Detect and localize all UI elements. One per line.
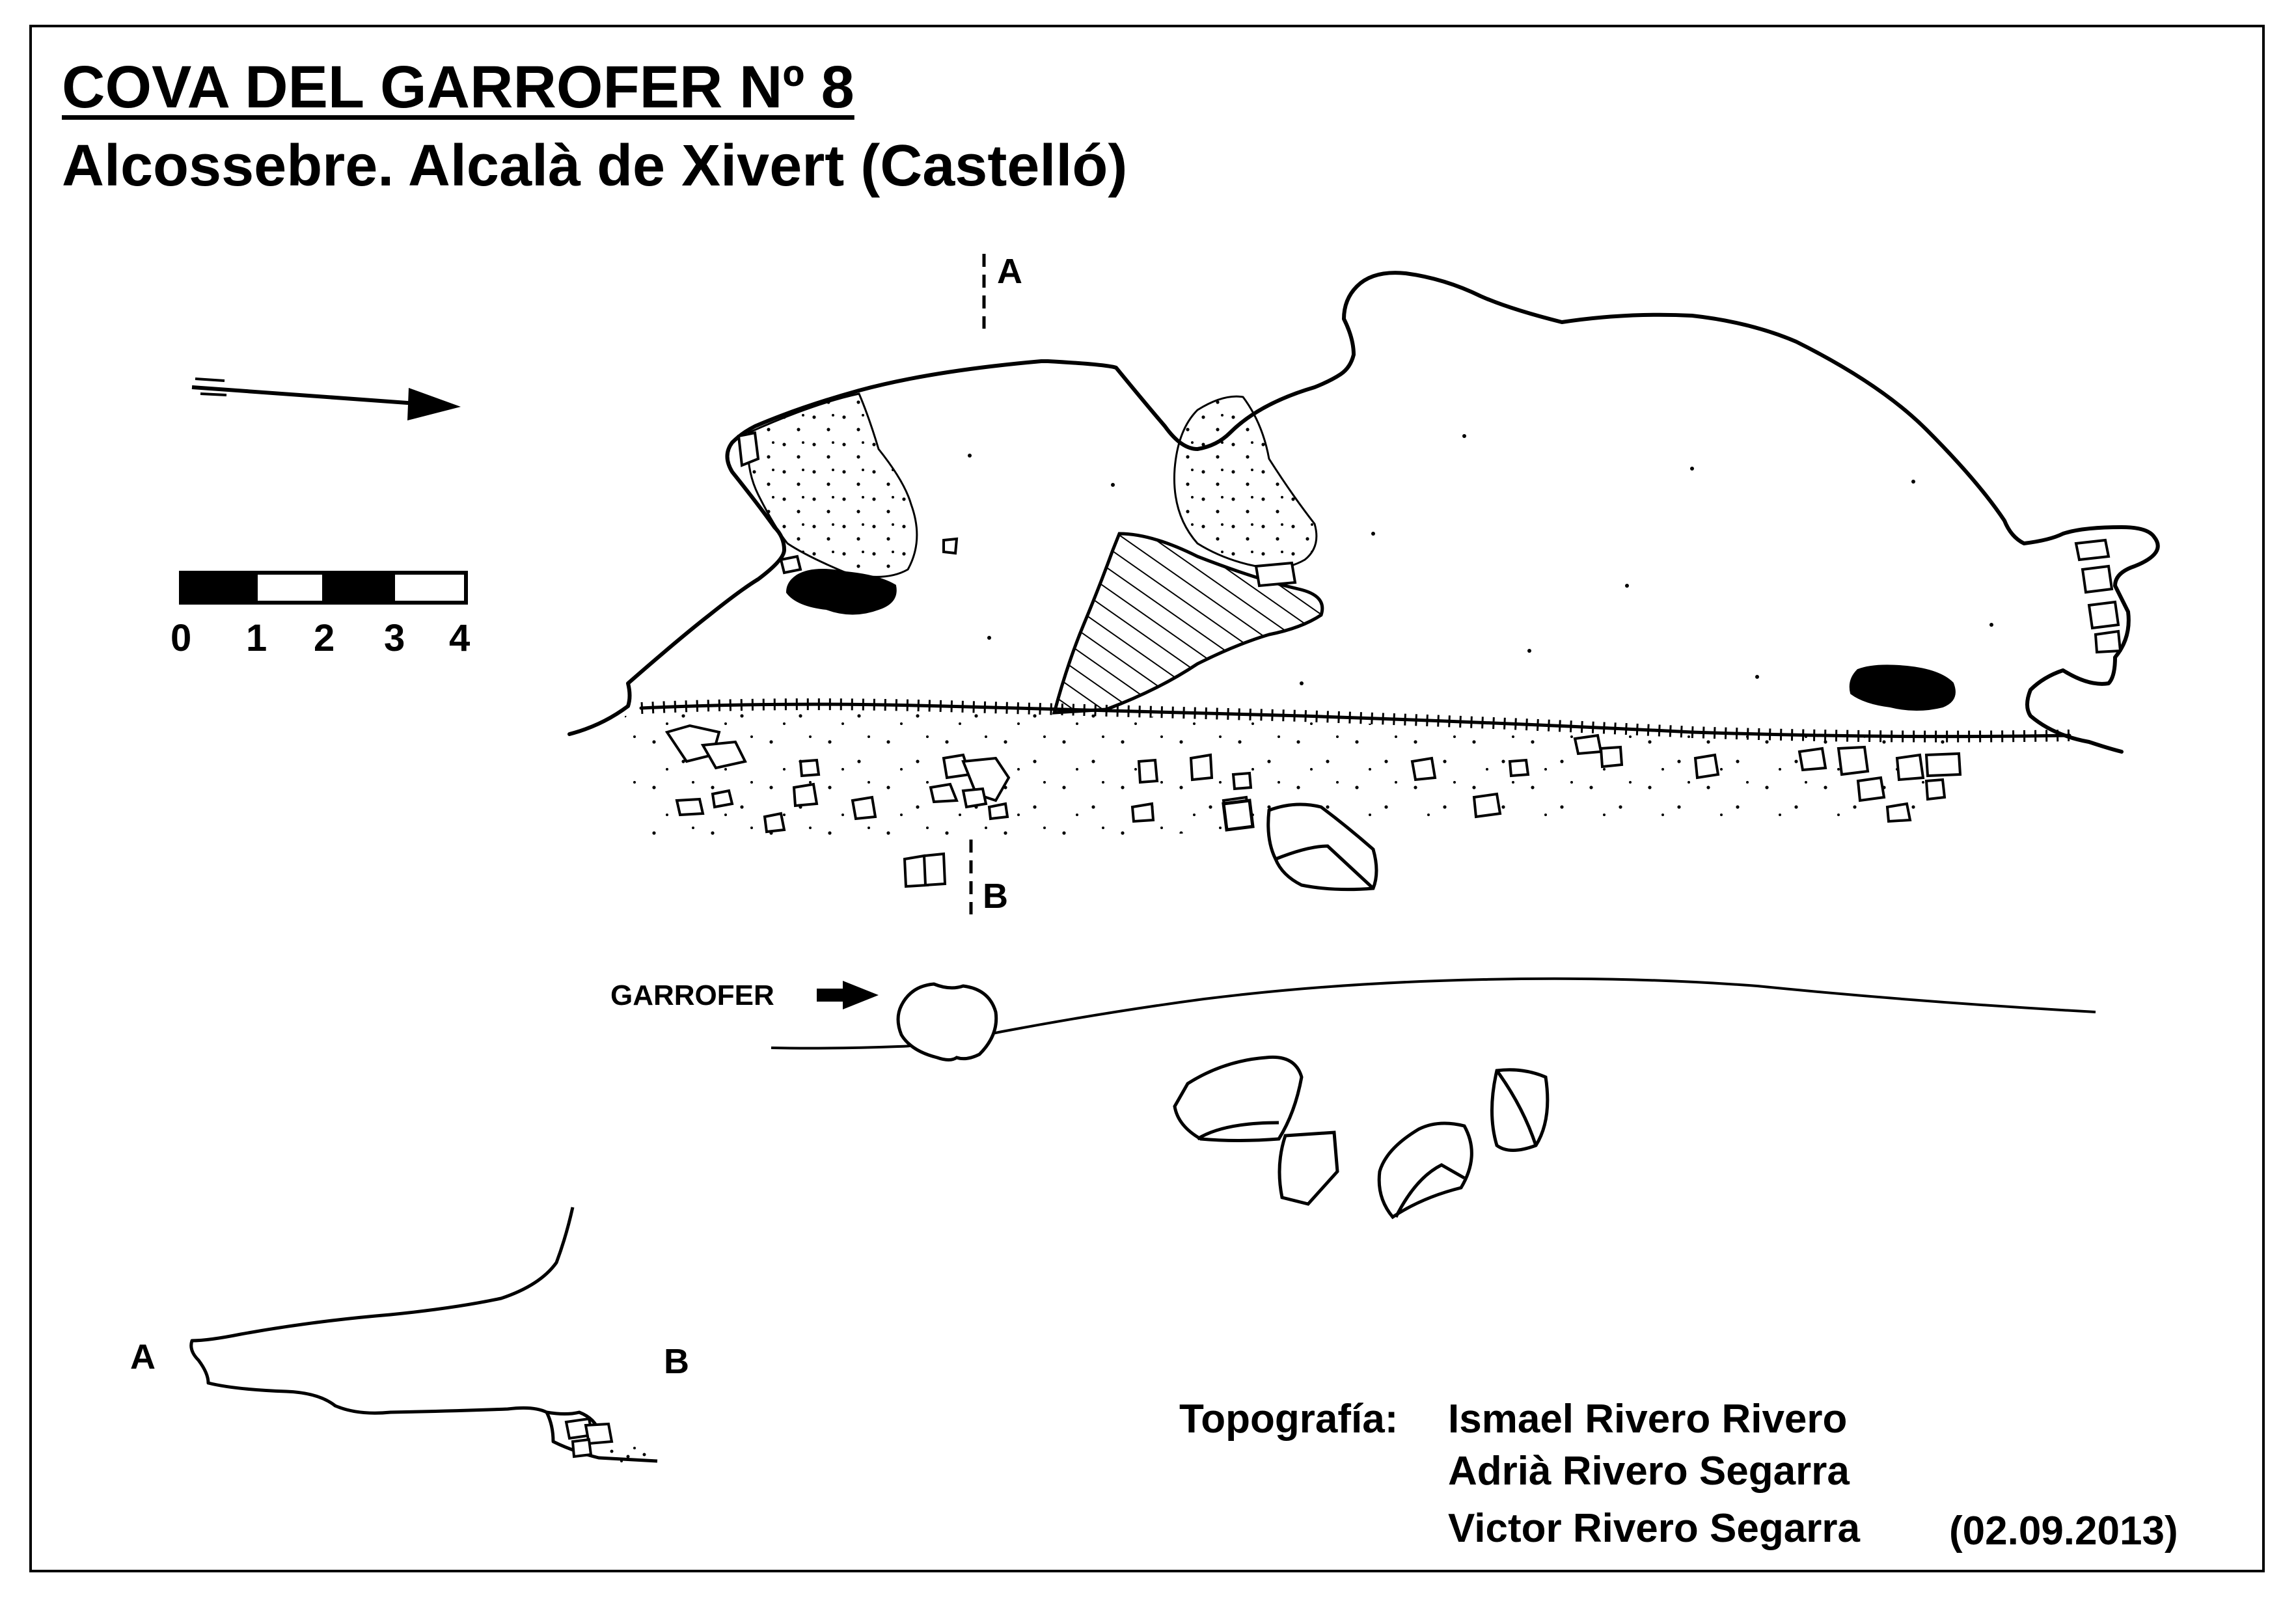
profile-label-b: B [664,1342,689,1381]
profile-rocks [564,1417,614,1458]
north-arrow-icon [191,377,461,420]
hatched-formation [1052,532,1324,715]
scale-label-3: 3 [384,617,405,659]
water-pool-right [1849,664,1956,711]
arrow-right-icon [817,981,879,1009]
exterior-boulders [1173,1055,1550,1220]
credits-name-1: Ismael Rivero Rivero [1448,1397,1848,1442]
interior-dots [968,434,1993,685]
credits-name-2: Adrià Rivero Segarra [1448,1449,1850,1494]
drip-line [640,698,2070,743]
map-subtitle: Alcossebre. Alcalà de Xivert (Castelló) [62,133,1128,198]
credits-date: (02.09.2013) [1949,1509,2178,1553]
credits-name-3: Victor Rivero Segarra [1448,1506,1860,1551]
credits-label: Topografía: [1179,1397,1399,1442]
sediment-area-middle [1173,395,1318,569]
garrofer-label: GARROFER [610,979,774,1011]
profile-floor-dots [610,1447,646,1462]
section-marker-a: A [997,252,1022,291]
boulders-right-edge [2074,538,2122,654]
scale-bar [179,571,468,605]
scale-label-2: 2 [314,617,335,659]
scale-label-0: 0 [171,617,192,659]
garrofer-tree [896,982,998,1061]
scale-label-4: 4 [449,617,471,659]
large-boulder [1222,799,1378,892]
boulders-inside-left [737,431,1297,588]
floor-strip [625,711,1952,846]
profile-label-a: A [130,1337,156,1376]
section-marker-b: B [983,877,1008,916]
floor-rocks [664,724,1962,888]
map-frame [29,25,2265,1572]
map-title: COVA DEL GARROFER Nº 8 [62,54,854,120]
water-pool-left [786,569,897,615]
scale-label-1: 1 [246,617,267,659]
sediment-area-left [746,392,918,578]
